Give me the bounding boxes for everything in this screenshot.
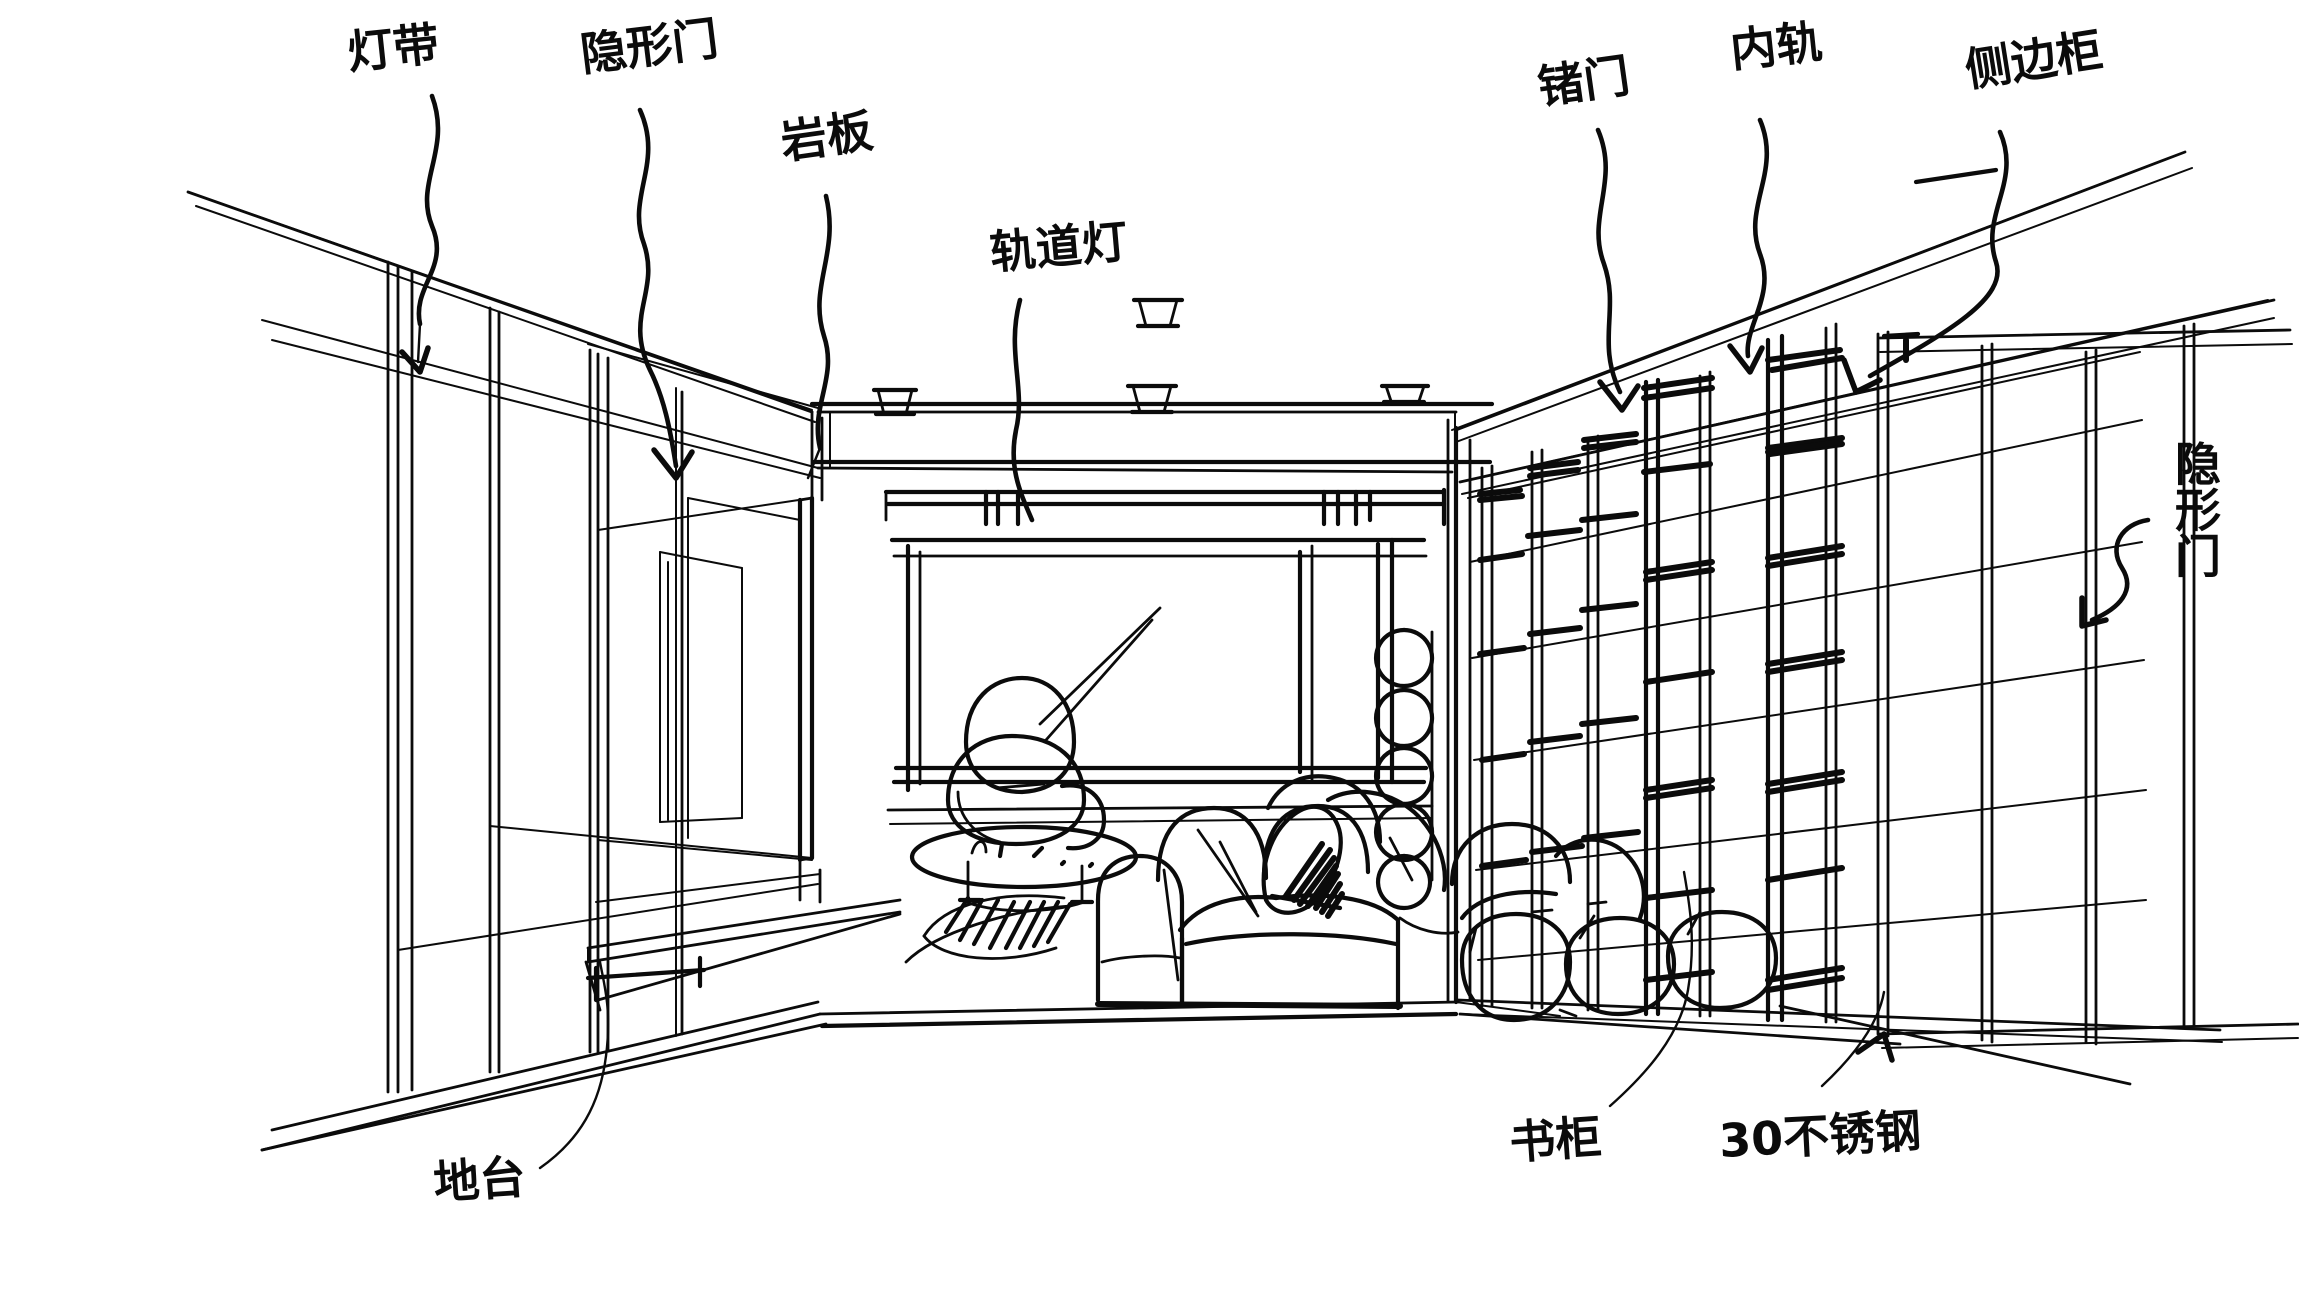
annotation-label-stone-slab: 岩板 bbox=[777, 103, 877, 170]
right-wall bbox=[1446, 150, 2276, 1043]
track-light-fixture bbox=[1125, 383, 1179, 415]
far-right-wall bbox=[1876, 167, 2299, 1049]
raised-floor-platform bbox=[584, 898, 902, 1012]
left-wall-panel-joints bbox=[386, 260, 684, 1094]
annotation-label-hidden-door-right: 隐形门 bbox=[2168, 440, 2222, 578]
annotation-label-stainless-steel-30: 30不锈钢 bbox=[1717, 1103, 1923, 1168]
armchair bbox=[945, 675, 1107, 851]
track-light-fixture bbox=[1131, 297, 1185, 329]
annotation-label-raised-platform: 地台 bbox=[431, 1149, 528, 1210]
left-wall-recess bbox=[659, 551, 743, 823]
table-shadow-hatching bbox=[904, 894, 1073, 964]
track-light-fixture bbox=[1379, 383, 1431, 406]
annotation-label-bookcase: 书柜 bbox=[1507, 1109, 1604, 1170]
throw-pillow bbox=[1261, 804, 1345, 919]
ottoman-cluster bbox=[1449, 821, 1779, 1023]
right-wall-shelves bbox=[1477, 347, 1845, 993]
annotation-label-inner-track: 内轨 bbox=[1727, 14, 1825, 78]
track-light-fixture bbox=[871, 387, 919, 417]
floor bbox=[260, 1000, 2132, 1152]
track-light-fixtures bbox=[871, 297, 1431, 417]
annotation-label-pivot-door: 锗门 bbox=[1534, 48, 1634, 115]
annotation-label-light-strip: 灯带 bbox=[344, 16, 442, 80]
left-wall bbox=[186, 190, 824, 1152]
leader-lines bbox=[399, 93, 2151, 1170]
modular-sofa bbox=[1095, 774, 1460, 1011]
annotation-label-track-light: 轨道灯 bbox=[987, 213, 1130, 280]
right-door-opening bbox=[1446, 418, 1472, 1005]
